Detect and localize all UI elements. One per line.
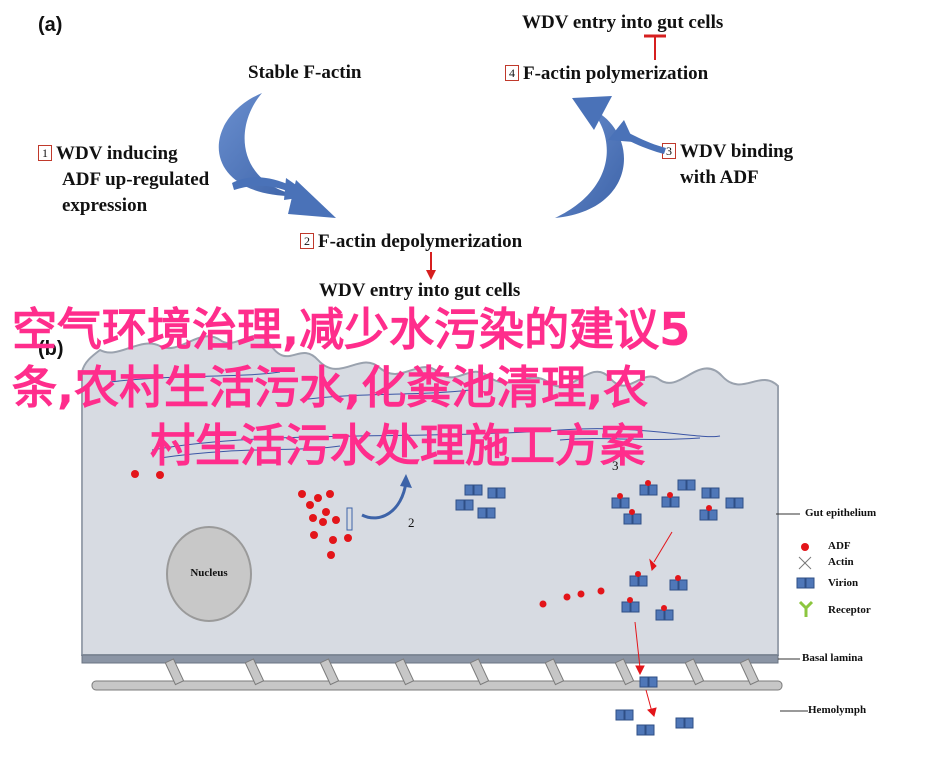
panel-a-label: (a) [38,14,63,36]
step4-text: F-actin polymerization [523,63,709,84]
legend-virion: Virion [828,577,859,589]
basal-lamina [81,654,783,691]
step3-line-2: with ADF [680,167,759,188]
label-2: 2 [408,515,415,530]
step1-line-3: expression [62,195,148,216]
adf-dots [131,470,605,608]
legend-actin: Actin [828,556,854,568]
overlay-line-2: 条,农村生活污水,化粪池清理,农 [12,361,649,414]
virion-adf-dots [617,480,712,611]
legend-adf: ADF [828,540,851,552]
actin-network [109,371,721,459]
down-arrow [426,252,436,280]
legend-basal-lamina: Basal lamina [802,652,863,664]
step2-text: F-actin depolymerization [318,231,523,252]
overlay-line-1: 空气环境治理,减少水污染的建议5 [12,303,691,356]
right-cycle-arrow [555,96,624,218]
panel-b-label: (b) [38,338,64,360]
step1-line-2: ADF up-regulated [62,169,210,190]
legend-hemolymph: Hemolymph [808,704,867,716]
gut-cell [81,334,779,656]
right-input-arrow [608,120,666,154]
legend-gut-epithelium: Gut epithelium [805,507,877,519]
label-3: 3 [612,458,619,473]
legend-receptor: Receptor [828,604,871,616]
nucleus [166,526,252,622]
step4-number: 4 [505,65,519,81]
step3-line-1: WDV binding [680,141,794,162]
left-input-arrow [232,177,312,200]
step1-line-1: WDV inducing [56,143,178,164]
inhibition-marker [644,34,666,60]
legend-icons [776,513,815,712]
stable-factin-label: Stable F-actin [248,62,362,83]
bottom-entry-label: WDV entry into gut cells [319,280,521,301]
overlay-line-3: 村生活污水处理施工方案 [150,419,646,472]
trafficking-arrows [634,531,673,717]
curved-arrow-2 [346,474,412,531]
top-entry-label: WDV entry into gut cells [522,12,724,33]
nucleus-label: Nucleus [190,567,228,579]
virions [455,479,744,736]
step1-number: 1 [38,145,52,161]
step2-number: 2 [300,233,314,249]
left-cycle-arrow [218,93,336,218]
